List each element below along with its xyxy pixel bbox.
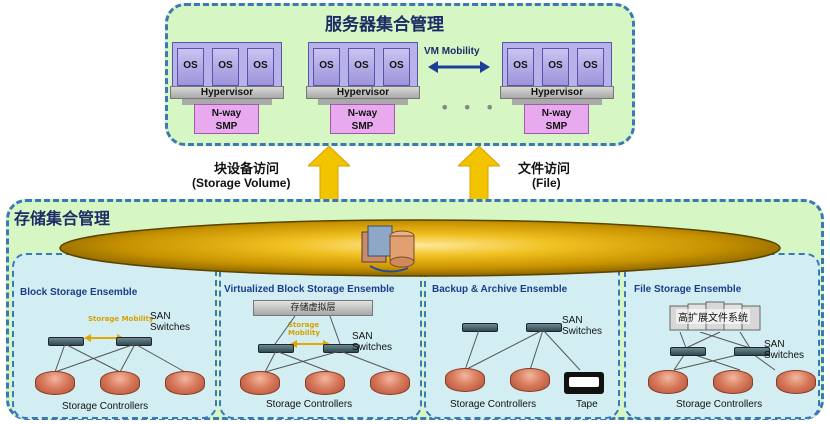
block-controllers-label: Storage Controllers [62,401,149,412]
file-access-arrow [458,146,500,200]
os-box: OS [212,48,239,86]
san-switch [323,344,359,353]
smp-line-1: N-way [211,108,242,119]
os-box: OS [577,48,604,86]
san-switch [462,323,498,332]
virtual-san-switches-label: SAN Switches [352,331,393,353]
fs-label: 高扩展文件系统 [676,309,750,324]
virtual-controllers-label: Storage Controllers [266,399,353,410]
hypervisor-base [512,99,602,105]
tape-label: Tape [576,399,598,410]
smp-line-1: N-way [541,108,572,119]
virtual-storage-mobility-label: Storage Mobility [288,321,320,337]
hypervisor-bar: Hypervisor [306,86,420,99]
file-san-switches-label: SAN Switches [764,339,805,361]
backup-controllers-label: Storage Controllers [450,399,537,410]
block-access-label: 块设备访问 [214,162,280,177]
smp-box: N-way SMP [330,104,395,134]
smp-box: N-way SMP [524,104,589,134]
block-storage-mobility-label: Storage Mobility [88,315,154,323]
os-box: OS [507,48,534,86]
server-group-3: OS OS OS Hypervisor N-way SMP [500,42,614,134]
block-san-switches-label: SAN Switches [150,311,191,333]
server-group-2: OS OS OS Hypervisor N-way SMP [306,42,420,134]
storage-disk [445,368,485,392]
os-box: OS [542,48,569,86]
smp-line-2: SMP [215,121,238,132]
virtual-layer-bar: 存储虚拟层 [253,300,373,316]
os-box: OS [177,48,204,86]
block-ensemble-title: Block Storage Ensemble [20,287,138,298]
hypervisor-bar: Hypervisor [500,86,614,99]
backup-links [464,330,581,371]
file-access-sub: (File) [532,176,561,190]
storage-disk [510,368,550,392]
storage-disk [305,371,345,395]
smp-line-2: SMP [545,121,568,132]
storage-disk [100,371,140,395]
file-access-label: 文件访问 [518,162,571,177]
san-switch [670,347,706,356]
block-access-sub: (Storage Volume) [192,176,291,190]
hypervisor-base [318,99,408,105]
vm-mobility-arrow [428,61,490,73]
storage-management-title: 存储集合管理 [14,209,111,228]
storage-cluster-icon [361,225,415,273]
san-switch [258,344,294,353]
smp-line-2: SMP [351,121,374,132]
san-switch [734,347,770,356]
storage-disk [35,371,75,395]
storage-disk [165,371,205,395]
storage-disk [648,370,688,394]
hypervisor-bar: Hypervisor [170,86,284,99]
vm-mobility-label: VM Mobility [424,46,480,57]
os-box: OS [247,48,274,86]
file-controllers-label: Storage Controllers [676,399,763,410]
smp-line-1: N-way [347,108,378,119]
block-links [54,344,186,373]
smp-box: N-way SMP [194,104,259,134]
backup-san-switches-label: SAN Switches [562,315,603,337]
backup-ensemble-title: Backup & Archive Ensemble [432,284,568,295]
storage-disk [370,371,410,395]
server-management-title: 服务器集合管理 [325,15,444,35]
tape-icon [564,372,604,394]
file-ensemble-title: File Storage Ensemble [634,284,742,295]
os-box: OS [313,48,340,86]
virtual-ensemble-title: Virtualized Block Storage Ensemble [224,284,395,295]
hypervisor-base [182,99,272,105]
virtual-links [264,316,396,373]
storage-disk [240,371,280,395]
server-group-1: OS OS OS Hypervisor N-way SMP [170,42,284,134]
storage-pool-lens [59,219,781,277]
os-box: OS [383,48,410,86]
storage-disk [713,370,753,394]
os-box: OS [348,48,375,86]
block-access-arrow [308,146,350,200]
ellipsis-dots: • • • [440,98,499,117]
san-switch [48,337,84,346]
storage-disk [776,370,816,394]
